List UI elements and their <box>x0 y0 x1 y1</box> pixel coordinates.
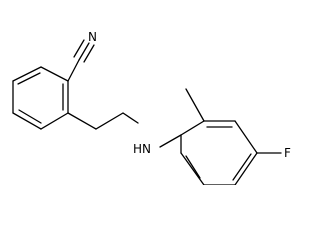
bond <box>67 59 80 82</box>
double-bond-inner <box>232 153 252 181</box>
bond <box>234 120 258 154</box>
triple-bond <box>83 44 95 63</box>
bond <box>180 120 205 136</box>
structure-canvas: N HN F <box>12 30 291 185</box>
methyl-substituent <box>185 88 205 122</box>
bond <box>67 112 97 130</box>
fluoro-substituent: F <box>256 146 291 160</box>
amine-label: HN <box>133 142 151 156</box>
bond <box>12 66 42 82</box>
bond <box>40 112 69 130</box>
methylene-amine-linker: HN <box>67 112 182 156</box>
bond <box>185 88 205 122</box>
fluorine-label: F <box>284 146 291 160</box>
double-bond-inner <box>185 155 201 179</box>
triple-bond <box>73 39 85 58</box>
nitrile-group: N <box>67 30 97 82</box>
nitrile-nitrogen-label: N <box>88 30 97 44</box>
bond <box>122 112 139 124</box>
benzonitrile-ring <box>12 66 69 130</box>
bond <box>159 134 182 148</box>
bond <box>180 152 205 185</box>
bond <box>234 152 258 185</box>
bond <box>95 112 124 130</box>
fluoro-toluidine-ring <box>180 120 258 185</box>
molecule-diagram: N HN F <box>12 30 291 185</box>
double-bond-inner <box>17 72 41 85</box>
double-bond-inner <box>18 109 42 124</box>
bond <box>12 112 42 130</box>
bond <box>40 66 69 82</box>
triple-bond <box>78 42 90 61</box>
